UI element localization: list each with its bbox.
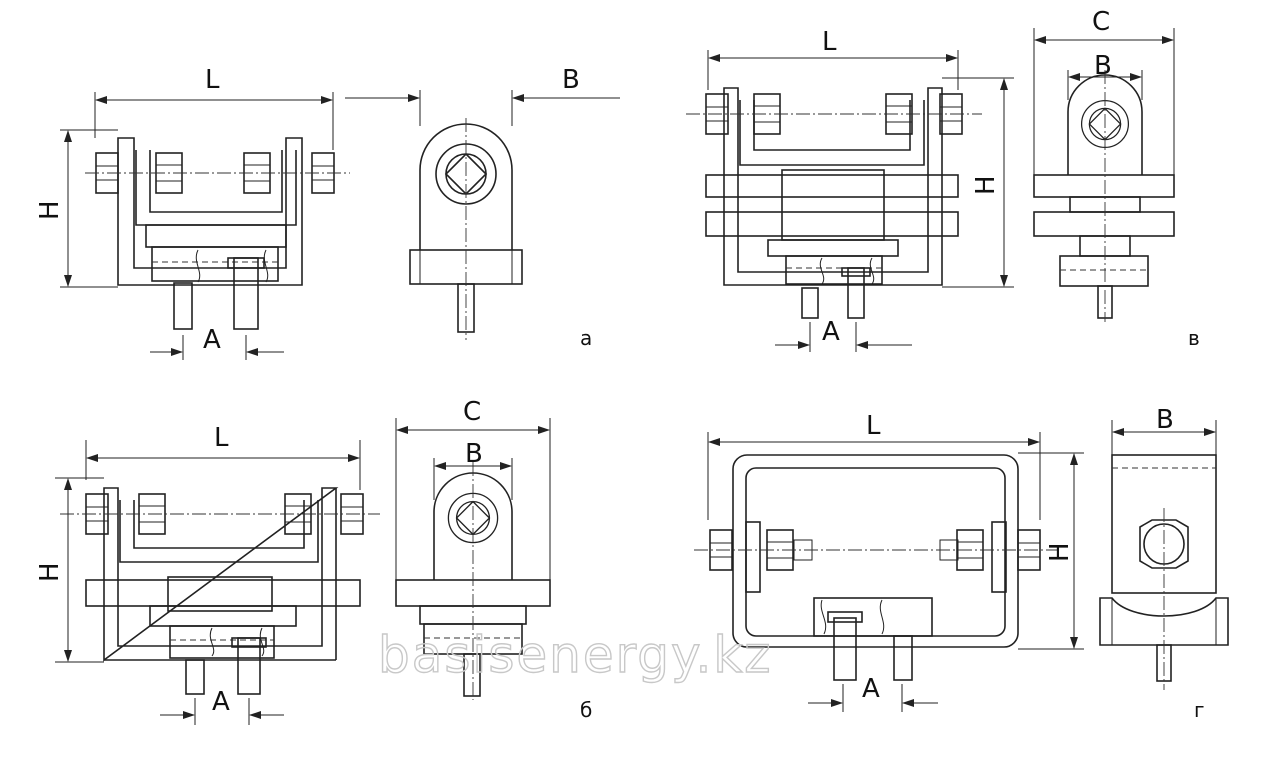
figure-g-front-view (694, 454, 1058, 681)
figure-a-dimensions: L H A (35, 65, 334, 360)
dim-label-H: H (1045, 542, 1075, 562)
dim-label-L: L (822, 27, 837, 57)
figure-g: L H A B г (694, 405, 1229, 722)
dim-label-A: A (862, 674, 880, 704)
dim-label-C: C (1092, 7, 1110, 37)
figure-a-side-view: B (345, 65, 620, 340)
figure-v-side-view: C B (1033, 7, 1175, 322)
figure-g-dimensions: L H A (707, 411, 1084, 712)
dim-label-A: A (212, 687, 230, 717)
figure-b-side-view: C B (395, 397, 551, 700)
figure-caption-a: а (580, 326, 592, 350)
figure-v: L H A C (686, 7, 1200, 352)
dim-label-B: B (1094, 51, 1112, 81)
figure-caption-v: в (1188, 326, 1200, 350)
figure-a-front-view (85, 137, 350, 330)
figure-v-dimensions: L H A (707, 27, 1014, 352)
figure-b: L H A C B (35, 397, 592, 725)
dim-label-L: L (214, 423, 229, 453)
dim-label-H: H (971, 175, 1001, 195)
dim-label-B: B (465, 439, 483, 469)
dim-label-L: L (866, 411, 881, 441)
figure-b-dimensions: L H A (35, 423, 361, 725)
dim-label-B: B (1156, 405, 1174, 435)
watermark: basisenergy.kz (378, 626, 773, 684)
dim-label-B: B (562, 65, 580, 95)
figure-g-side-view: B (1099, 405, 1229, 690)
dim-label-A: A (822, 317, 840, 347)
dim-label-H: H (35, 200, 65, 220)
figure-a: L H A B а (35, 65, 620, 360)
figure-caption-g: г (1194, 698, 1205, 722)
dim-label-L: L (205, 65, 220, 95)
dim-label-H: H (35, 562, 65, 582)
figure-v-front-view (686, 87, 982, 319)
figure-b-front-view (60, 487, 380, 695)
figure-caption-b: б (580, 698, 592, 722)
dim-label-C: C (463, 397, 481, 427)
dim-label-A: A (203, 325, 221, 355)
